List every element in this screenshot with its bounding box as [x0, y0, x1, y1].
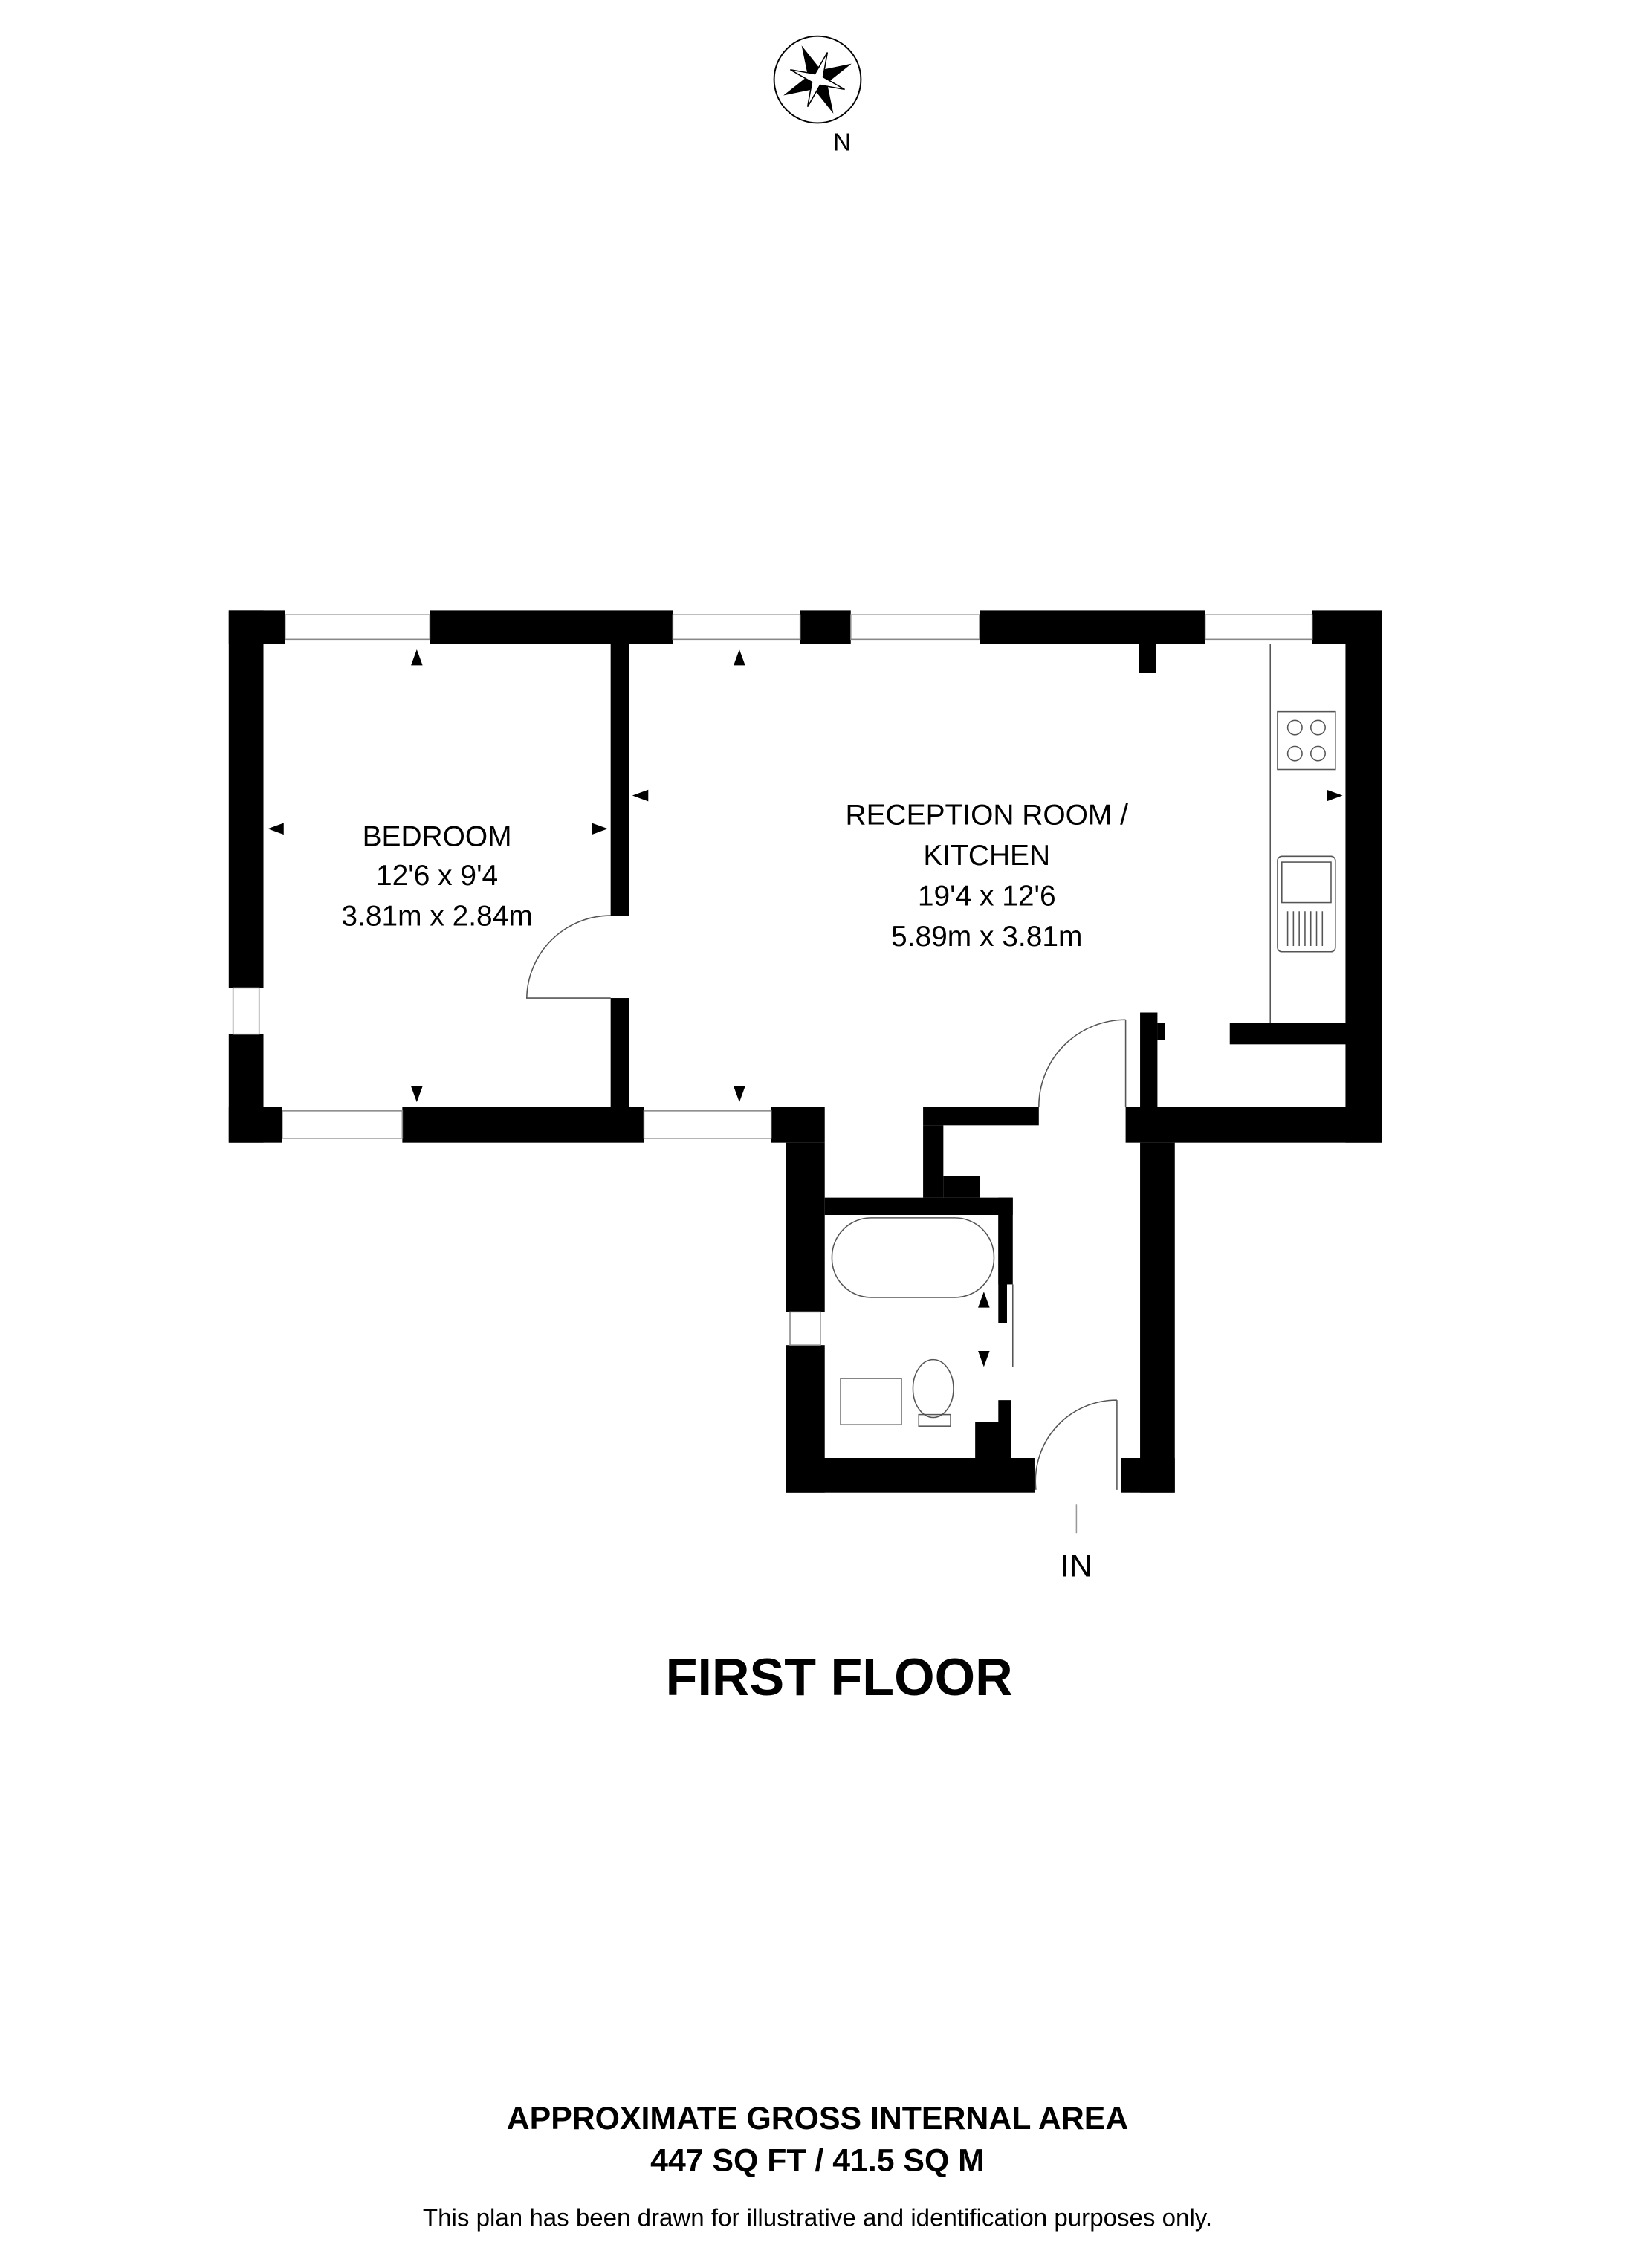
entrance-label: IN — [1061, 1549, 1092, 1584]
doors — [525, 915, 1127, 1490]
area-value: 447 SQ FT / 41.5 SQ M — [650, 2143, 985, 2179]
bathroom-fixtures — [831, 1217, 995, 1427]
room-name-line1: RECEPTION ROOM / — [846, 799, 1129, 831]
kitchen-fixtures — [1269, 644, 1336, 1023]
reception-kitchen-label: RECEPTION ROOM / KITCHEN 19'4 x 12'6 5.8… — [846, 799, 1129, 953]
toilet-icon — [912, 1358, 954, 1419]
disclaimer: This plan has been drawn for illustrativ… — [423, 2205, 1212, 2232]
bedroom-label: BEDROOM 12'6 x 9'4 3.81m x 2.84m — [341, 821, 532, 933]
hob-icon — [1277, 710, 1336, 771]
sink-icon — [1277, 855, 1336, 953]
room-dimensions-metric: 3.81m x 2.84m — [341, 901, 532, 933]
windows — [232, 614, 1313, 1346]
room-dimensions-metric: 5.89m x 3.81m — [891, 921, 1082, 953]
compass-north-label: N — [833, 129, 851, 156]
walls — [228, 610, 1382, 1493]
dimension-arrows — [268, 649, 1343, 1367]
basin-icon — [840, 1378, 902, 1426]
room-name: BEDROOM — [363, 821, 512, 853]
area-heading: APPROXIMATE GROSS INTERNAL AREA — [507, 2101, 1128, 2136]
floor-title: FIRST FLOOR — [666, 1648, 1013, 1706]
room-name-line2: KITCHEN — [923, 840, 1050, 872]
bath-icon — [831, 1217, 995, 1298]
room-dimensions-imperial: 12'6 x 9'4 — [376, 860, 498, 892]
compass-rose-icon — [773, 35, 862, 124]
room-dimensions-imperial: 19'4 x 12'6 — [918, 880, 1056, 912]
